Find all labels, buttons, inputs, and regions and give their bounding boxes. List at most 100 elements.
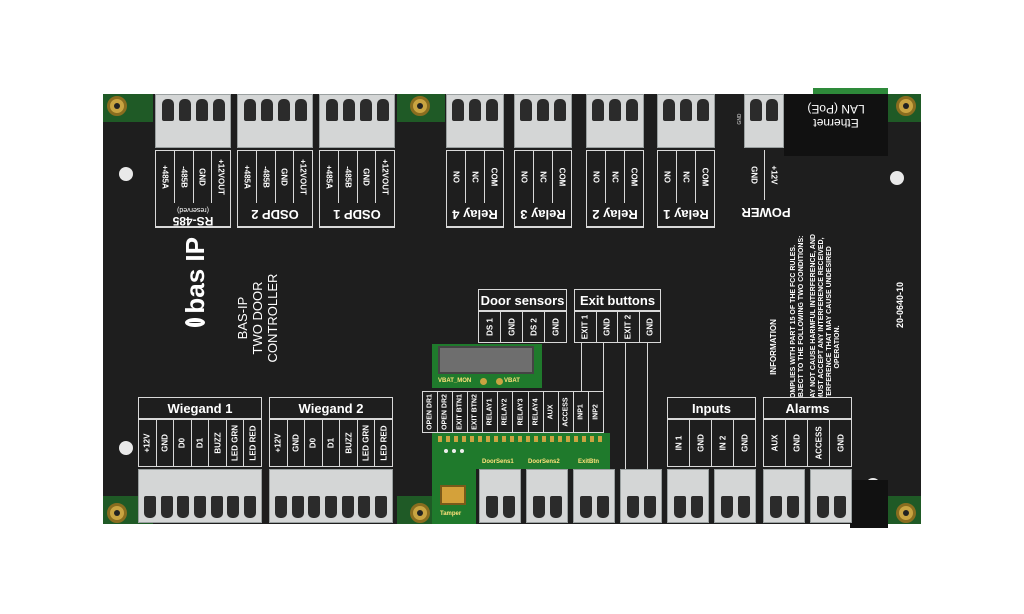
relay3-title: Relay 3: [520, 207, 566, 222]
pin-cell: INP2: [587, 392, 603, 432]
mount-point: [119, 441, 133, 455]
pin-row: OPEN DR1 OPEN DR2 EXIT BTN1 EXIT BTN2 RE…: [423, 392, 603, 432]
terminal-relay4[interactable]: [446, 94, 504, 148]
power-title: POWER: [741, 205, 791, 221]
pin-label: EXIT BTN2: [471, 394, 479, 430]
screw-icon: [502, 496, 515, 518]
screw-icon: [359, 99, 372, 121]
screw-icon: [325, 99, 338, 121]
terminal-exitbtn2[interactable]: [620, 469, 662, 523]
terminal-exitbtn1[interactable]: [573, 469, 615, 523]
screw-icon: [520, 99, 533, 121]
pin-label: +485A: [324, 165, 334, 189]
pin-label: DS 2: [529, 318, 538, 336]
pin-label: AUX: [770, 434, 779, 452]
label-relay1: NO NC COM Relay 1: [657, 150, 715, 228]
pin-label: Wiegand 2: [298, 400, 364, 416]
pin-cell: D0: [304, 420, 322, 466]
terminal-osdp2[interactable]: [237, 94, 313, 148]
pin-cell: NC: [533, 151, 552, 203]
terminal-aux[interactable]: [763, 469, 805, 523]
door-sensors-title-box: Door sensors: [478, 289, 567, 311]
rs485-title: RS-485: [172, 214, 214, 228]
screw-icon: [277, 99, 290, 121]
terminal-in2[interactable]: [714, 469, 756, 523]
terminal-relay1[interactable]: [657, 94, 715, 148]
screw-icon: [324, 496, 337, 518]
label-osdp1: +485A -485B GND +12VOUT OSDP 1: [319, 150, 395, 228]
terminal-in1[interactable]: [667, 469, 709, 523]
doorsens2-label: DoorSens2: [528, 459, 560, 465]
pin-cell: GND: [356, 151, 376, 203]
pin-cell: +12VOUT: [375, 151, 394, 203]
pin-label: GND: [602, 318, 612, 336]
terminal-rs485[interactable]: [155, 94, 231, 148]
screw-icon: [663, 99, 676, 121]
pin-cell: GND: [785, 420, 807, 466]
alarms-pins: AUX GND ACCESS GND: [763, 419, 852, 467]
ethernet-port-bottom: [850, 480, 888, 528]
pin-cell: D1: [190, 420, 209, 466]
brand-text: BAS-IP TWO DOOR CONTROLLER: [205, 274, 325, 363]
pin-label: ACCESS: [814, 426, 823, 460]
pin-cell: D0: [173, 420, 191, 466]
pin-cell: NO: [658, 151, 676, 203]
screw-icon: [679, 99, 692, 121]
vbat-label: VBAT: [504, 378, 520, 384]
pin-label: NC: [681, 171, 691, 183]
screw-icon: [737, 496, 750, 518]
terminal-relay3[interactable]: [514, 94, 572, 148]
pin-cell: +12VOUT: [293, 151, 312, 203]
terminal-doorsens2[interactable]: [526, 469, 568, 523]
pin-label: IN 1: [674, 435, 683, 451]
pin-row: +485A -485B GND +12VOUT: [320, 151, 394, 203]
brand-line1: BAS-IP: [235, 296, 250, 340]
pin-label: GND: [696, 434, 705, 452]
terminal-power[interactable]: [744, 94, 784, 148]
tamper-connector[interactable]: [440, 485, 466, 505]
pin-label: COM: [489, 167, 499, 187]
pin-label: GND: [279, 168, 289, 186]
screw-icon: [532, 496, 545, 518]
wiegand2-pins: +12V GND D0 D1 BUZZ LED GRN LED RED: [269, 419, 393, 467]
pin-label: RELAY1: [486, 398, 494, 426]
pin-label: NC: [470, 171, 480, 183]
pin-label: BUZZ: [213, 432, 223, 454]
terminal-relay2[interactable]: [586, 94, 644, 148]
pin-label: NO: [519, 171, 529, 183]
pin-label: -485B: [261, 166, 271, 188]
pin-row: GND +12V: [744, 150, 784, 200]
osdp2-title: OSDP 2: [251, 207, 299, 222]
ethernet-label-line1: Ethernet: [813, 116, 859, 130]
pin-cell: COM: [552, 151, 571, 203]
label-relay2: NO NC COM Relay 2: [586, 150, 644, 228]
pin-cell: GND: [829, 420, 851, 466]
terminal-doorsens1[interactable]: [479, 469, 521, 523]
pin-cell: GND: [155, 420, 174, 466]
wire: [625, 343, 626, 469]
pin-label: D1: [326, 437, 336, 449]
pin-label: Inputs: [692, 400, 731, 416]
pin-label: NO: [662, 171, 672, 183]
terminal-wiegand1[interactable]: [138, 469, 262, 523]
screw-icon: [308, 496, 321, 518]
terminal-access[interactable]: [810, 469, 852, 523]
pin-cell: GND: [544, 312, 566, 342]
pin-label: GND: [160, 434, 170, 452]
pin-label: +485A: [242, 165, 252, 189]
screw-icon: [193, 496, 206, 518]
terminal-wiegand2[interactable]: [269, 469, 393, 523]
terminal-osdp1[interactable]: [319, 94, 395, 148]
pin-cell: +485A: [156, 151, 174, 203]
pin-label: EXIT 1: [580, 314, 590, 340]
label-rs485: +485A -485B GND +12VOUT RS-485 (reserved…: [155, 150, 231, 228]
pin-label: GND: [792, 434, 801, 452]
pin-label: OPEN DR2: [441, 394, 449, 430]
pin-row: DS 1 GND DS 2 GND: [479, 312, 566, 342]
pin-cell: LED GRN: [225, 420, 244, 466]
exit-buttons-title-box: Exit buttons: [574, 289, 661, 311]
screw-icon: [161, 99, 174, 121]
pin-cell: RELAY2: [497, 392, 512, 432]
pin-cell: NO: [515, 151, 533, 203]
